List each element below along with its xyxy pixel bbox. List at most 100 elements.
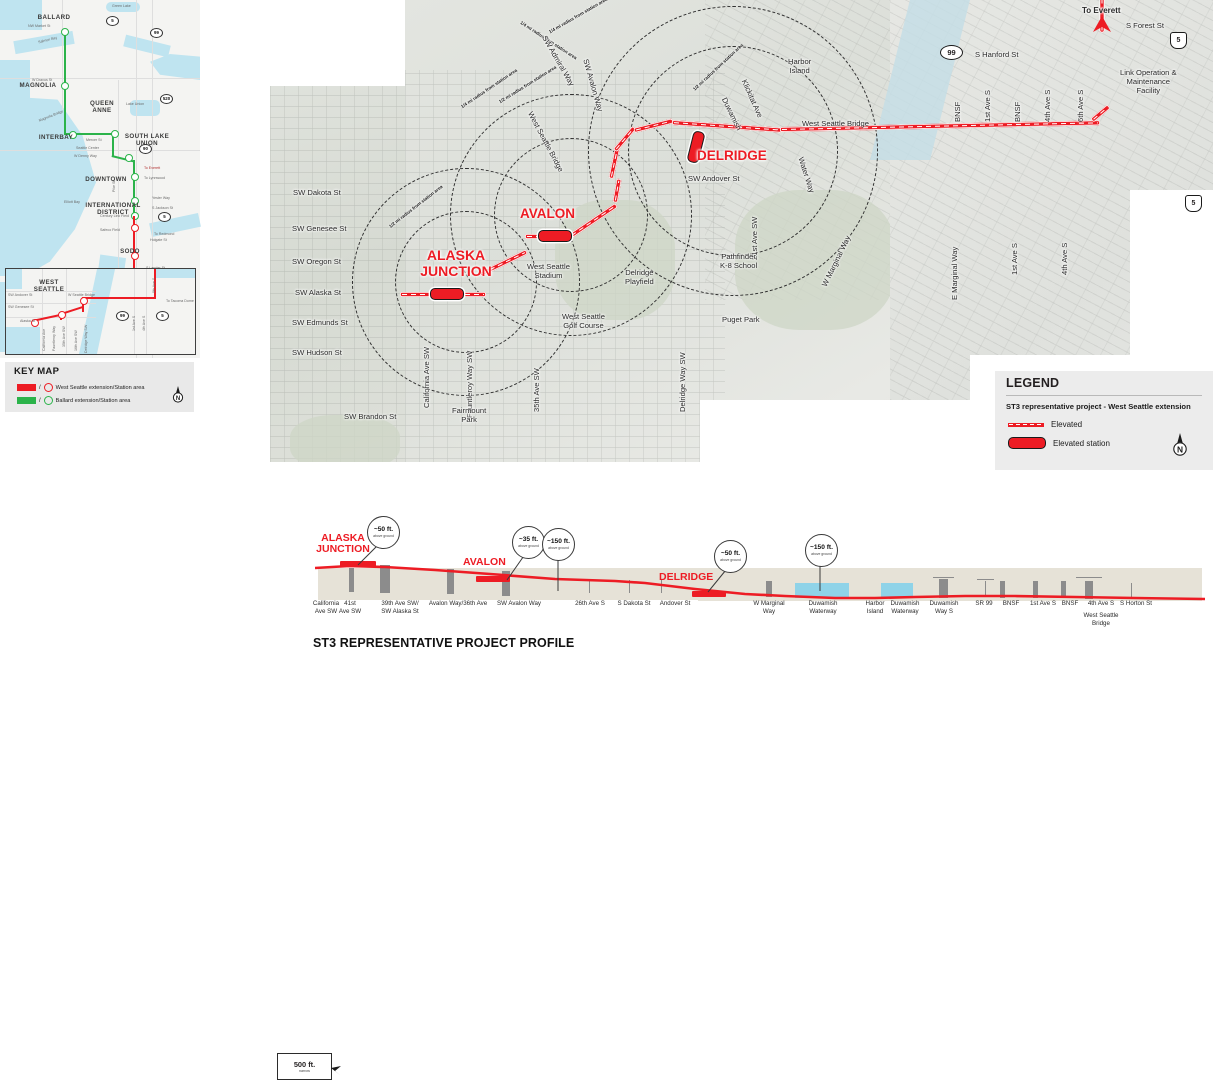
highway-shield: 5 [106, 16, 119, 26]
street-label: SW Edmunds St [292, 318, 348, 327]
km-place-label: To Redmond [154, 232, 175, 236]
street-label: 4th Ave S [1043, 89, 1052, 122]
km-place-label: 4th Ave S [142, 315, 146, 331]
km-inset-label: WEST SEATTLE [33, 279, 65, 294]
callout-sub: above ground [720, 557, 741, 562]
km-place-label: S Jackson St [152, 206, 173, 210]
km-neighborhood: BALLARD [37, 14, 71, 21]
profile-crossing-tick [985, 581, 987, 597]
profile-crossing-column [1000, 581, 1005, 598]
km-place-label: 16th Ave SW [74, 330, 78, 351]
km-place-label: W Seattle Bridge [68, 293, 95, 297]
callout-value: ~50 ft. [720, 550, 741, 557]
profile-crossing-label: Andover St [659, 600, 691, 607]
profile-waterway [795, 583, 849, 598]
callout-value: ~35 ft. [518, 536, 539, 543]
street-label: S Forest St [1126, 21, 1164, 30]
street-label: SW Genesee St [292, 224, 347, 233]
km-neighborhood: INTERNATIONAL DISTRICT [85, 202, 141, 217]
street-label: SW Dakota St [293, 188, 341, 197]
street-label: Delridge Way SW [678, 352, 687, 412]
street-label: SW Oregon St [292, 257, 341, 266]
profile-crossing-cap [977, 579, 994, 581]
profile-crossing-label: BNSF [1002, 600, 1020, 607]
station-marker-alaska-junction[interactable] [430, 288, 464, 300]
key-map-legend-label: Ballard extension/Station area [55, 397, 131, 404]
profile-crossing-label: Duwamish Way S [929, 600, 959, 615]
place-label: Pathfinder K-8 School [720, 252, 758, 271]
profile-crossing-label: SR 99 [975, 600, 993, 607]
half-mile-radius-circle [588, 6, 878, 296]
legend-subtitle: ST3 representative project - West Seattl… [1006, 402, 1191, 411]
red-line-swatch [17, 384, 36, 391]
station-label-alaska-junction: ALASKA JUNCTION [420, 247, 492, 279]
profile-crossing-column [447, 569, 454, 594]
profile-callout-leaders [357, 539, 821, 593]
street-label: SW Hudson St [292, 348, 342, 357]
profile-callout-avalon: ~35 ft. above ground [512, 526, 545, 559]
highway-shield-i5: 5 [1170, 32, 1187, 49]
scale-pointer-icon [331, 1063, 342, 1075]
profile-callout-alaska-junction: ~50 ft. above ground [367, 516, 400, 549]
main-legend: LEGEND ST3 representative project - West… [995, 371, 1213, 470]
callout-value: ~150 ft. [547, 538, 570, 545]
profile-crossing-column [1085, 581, 1093, 599]
callout-value: ~150 ft. [810, 544, 833, 551]
profile-crossing-column [1061, 581, 1066, 598]
quarter-mile-radius-circle [628, 46, 838, 256]
km-neighborhood: SOUTH LAKE UNION [124, 133, 170, 147]
km-place-label: Elliott Bay [64, 200, 80, 204]
km-place-label: Seattle Center [76, 146, 99, 150]
place-label: Harbor Island [788, 57, 812, 76]
to-everett-label: To Everett [1082, 6, 1121, 15]
key-map-inset: WEST SEATTLE SW Andover St SW Genesee St… [5, 268, 196, 355]
km-place-label: To Everett [144, 166, 161, 170]
profile-scale-box: 500 ft. narrow [277, 1053, 332, 1080]
km-neighborhood: SODO [120, 248, 140, 255]
highway-shield: 90 [139, 144, 152, 154]
profile-bridge-label: West Seattle Bridge [1083, 612, 1119, 627]
km-place-label: 35th Ave SW [62, 326, 66, 347]
km-place-label: Lake Union [126, 102, 145, 106]
profile-station-alaska-junction[interactable] [340, 561, 376, 567]
km-place-label: Safeco Field [100, 228, 120, 232]
place-label: Fairmount Park [452, 406, 487, 425]
km-place-label: To Lynnwood [144, 176, 166, 180]
profile-crossing-label: BNSF [1061, 600, 1079, 607]
to-everett-arrow-icon [1092, 16, 1112, 34]
street-label: California Ave SW [422, 346, 431, 408]
legend-title: LEGEND [1006, 376, 1060, 390]
railroad-label: BNSF [1013, 101, 1022, 122]
street-label: SW Andover St [688, 174, 740, 183]
profile-crossing-cap [933, 577, 954, 579]
callout-sub: above ground [518, 543, 539, 548]
street-label: 4th Ave S [1060, 242, 1069, 275]
legend-label: Elevated station [1053, 438, 1110, 448]
profile-station-avalon[interactable] [476, 576, 510, 582]
svg-text:N: N [176, 396, 180, 402]
place-label: Puget Park [722, 315, 760, 324]
km-place-label: W Denny Way [74, 154, 97, 158]
profile-crossing-cap [1076, 577, 1102, 579]
profile-station-delridge[interactable] [692, 591, 726, 597]
profile-crossing-label: 1st Ave S [1029, 600, 1057, 607]
street-label: SW Alaska St [295, 288, 341, 297]
profile-crossing-label: S Dakota St [617, 600, 651, 607]
profile-crossing-tick [629, 580, 631, 593]
place-label: Delridge Playfield [625, 268, 654, 287]
key-map-legend: KEY MAP / West Seattle extension/Station… [5, 362, 194, 412]
profile-crossing-label: Duwamish Waterway [808, 600, 838, 615]
station-label-delridge: DELRIDGE [697, 148, 767, 163]
street-label: E Marginal Way [950, 246, 959, 300]
km-neighborhood: INTERBAY [38, 134, 74, 141]
street-label: SW Brandon St [344, 412, 397, 421]
km-place-label: Yesler Way [152, 196, 170, 200]
profile-crossing-label: 41st Ave SW [338, 600, 362, 615]
km-place-label: 8th Ave S [152, 277, 156, 293]
profile-crossing-label: 26th Ave S [575, 600, 605, 607]
station-marker-avalon[interactable] [538, 230, 572, 242]
km-neighborhood: DOWNTOWN [85, 176, 127, 183]
green-line-swatch [17, 397, 36, 404]
km-place-label: 1st Ave S [132, 315, 136, 331]
km-neighborhood: MAGNOLIA [19, 82, 57, 89]
